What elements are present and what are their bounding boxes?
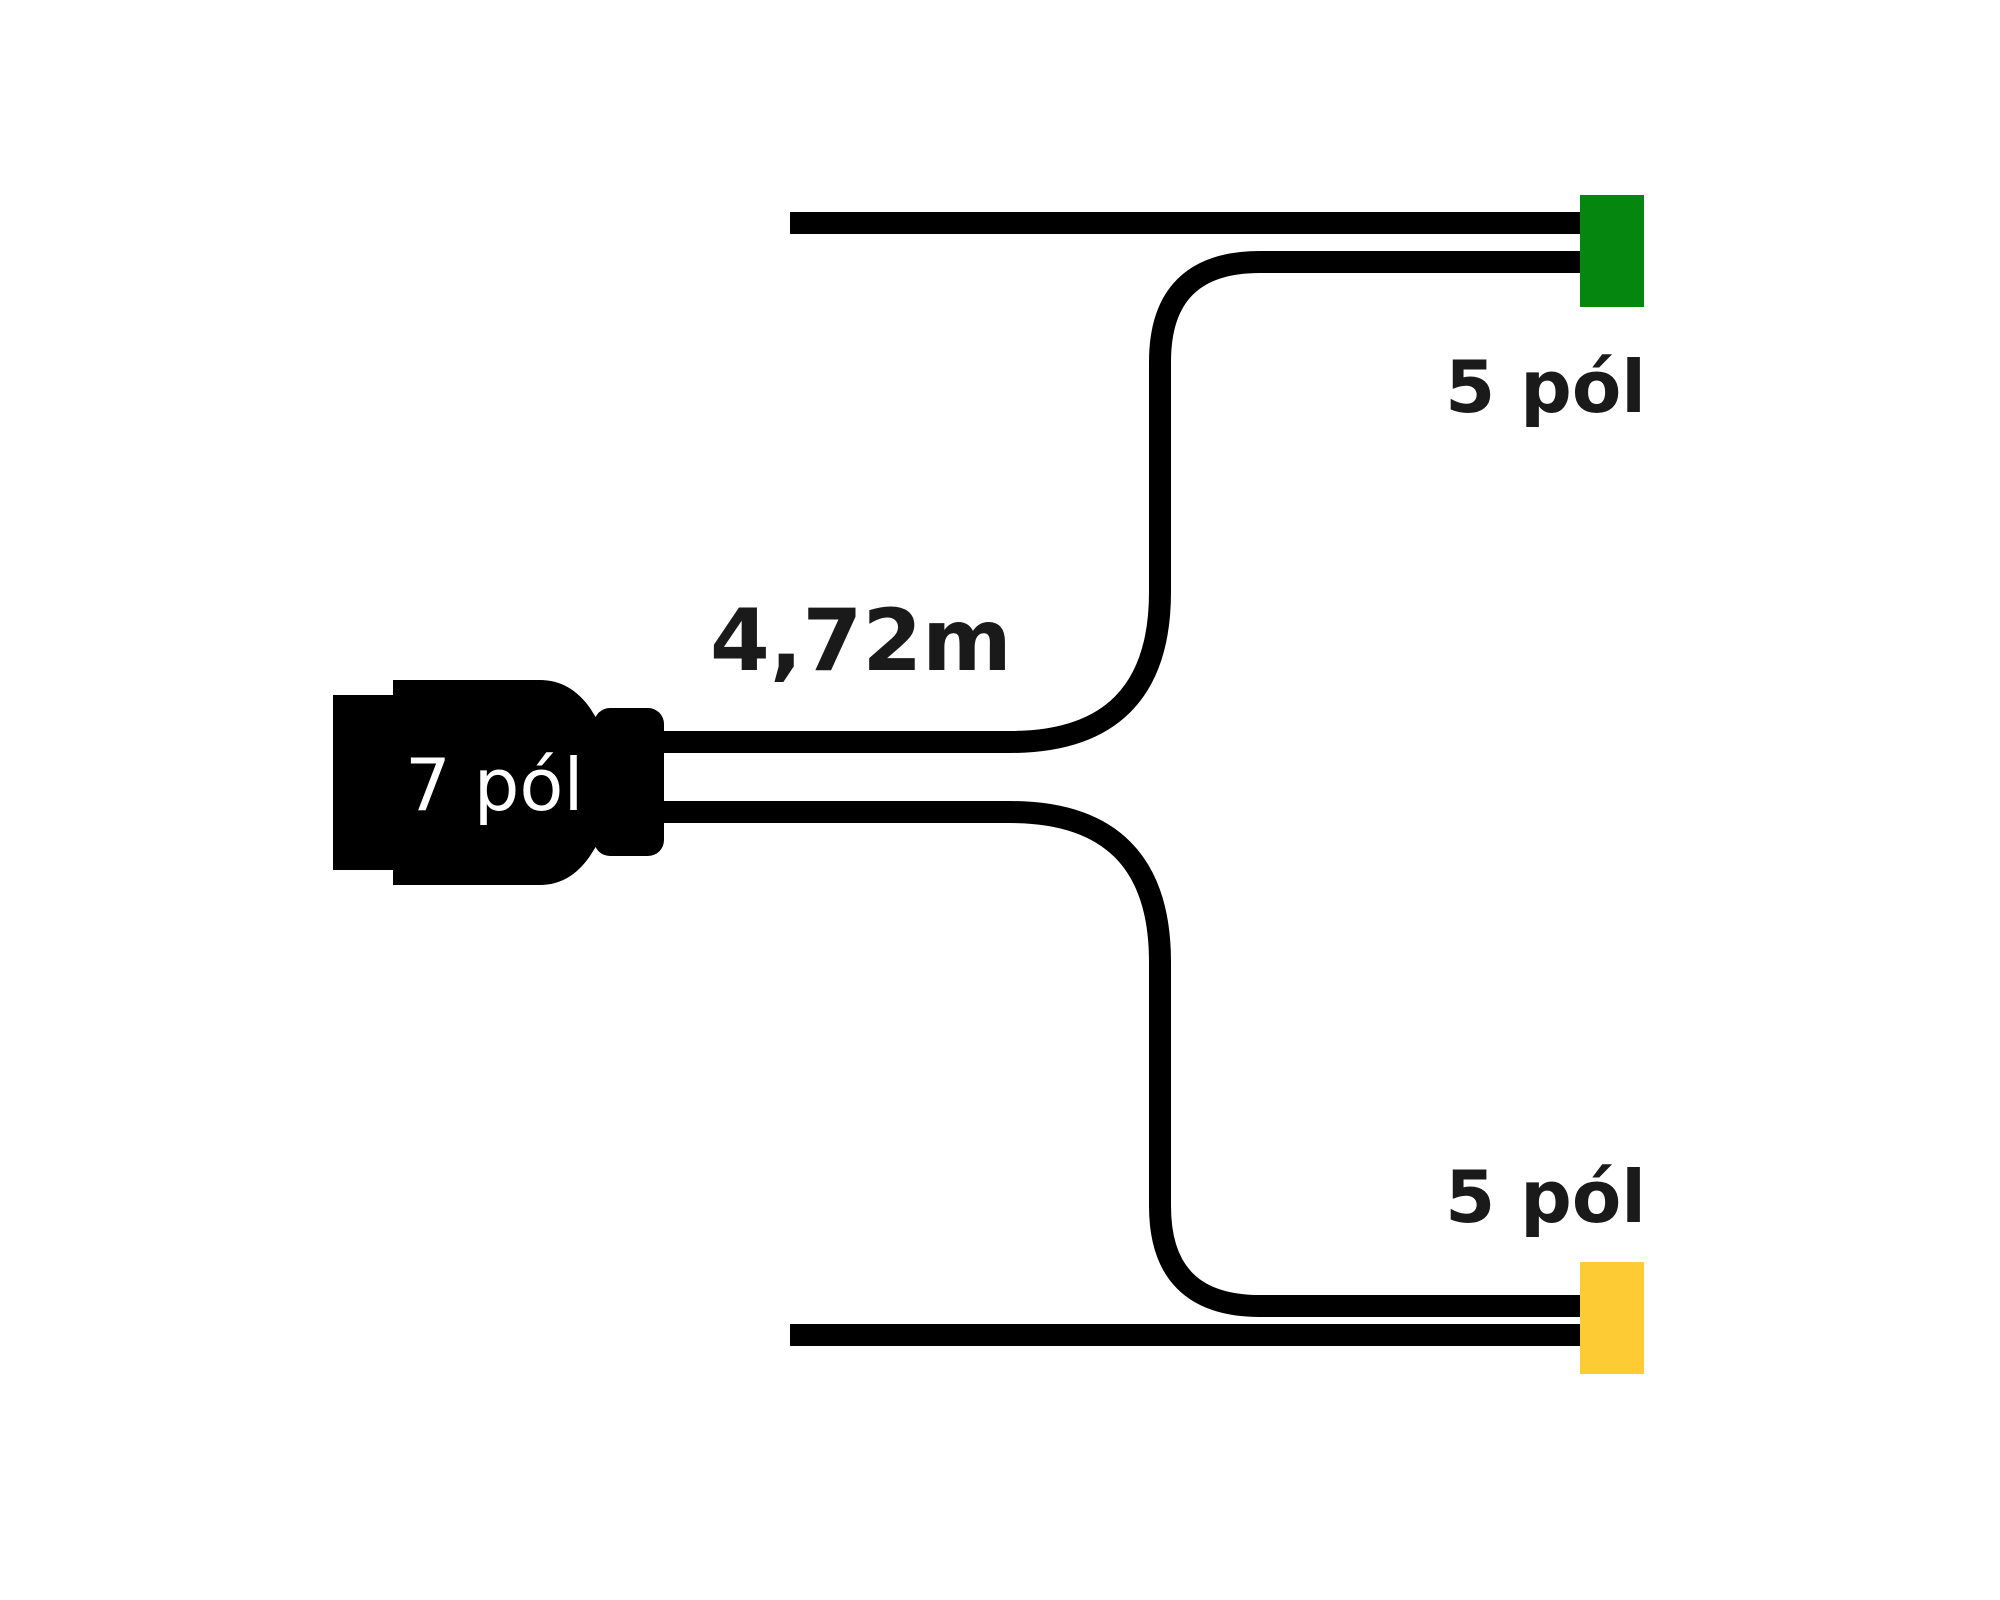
- plug-strain-relief: [594, 708, 664, 856]
- top-connector-block: [1580, 195, 1644, 307]
- plug-body: [393, 680, 600, 885]
- bottom-connector-block: [1580, 1262, 1644, 1374]
- plug-label: 7 pól: [405, 743, 583, 827]
- top-connector-5-pin: 5 pól: [1445, 195, 1646, 429]
- plug-back-cap: [333, 695, 403, 870]
- top-connector-label: 5 pól: [1445, 345, 1646, 429]
- bottom-connector-label: 5 pól: [1445, 1155, 1646, 1239]
- bottom-connector-5-pin: 5 pól: [1445, 1155, 1646, 1374]
- main-plug-7-pin: 7 pól: [333, 680, 664, 885]
- cable-length-label: 4,72m: [710, 591, 1012, 691]
- top-branch-cable: [655, 251, 1582, 753]
- bottom-branch-cable: [655, 801, 1582, 1317]
